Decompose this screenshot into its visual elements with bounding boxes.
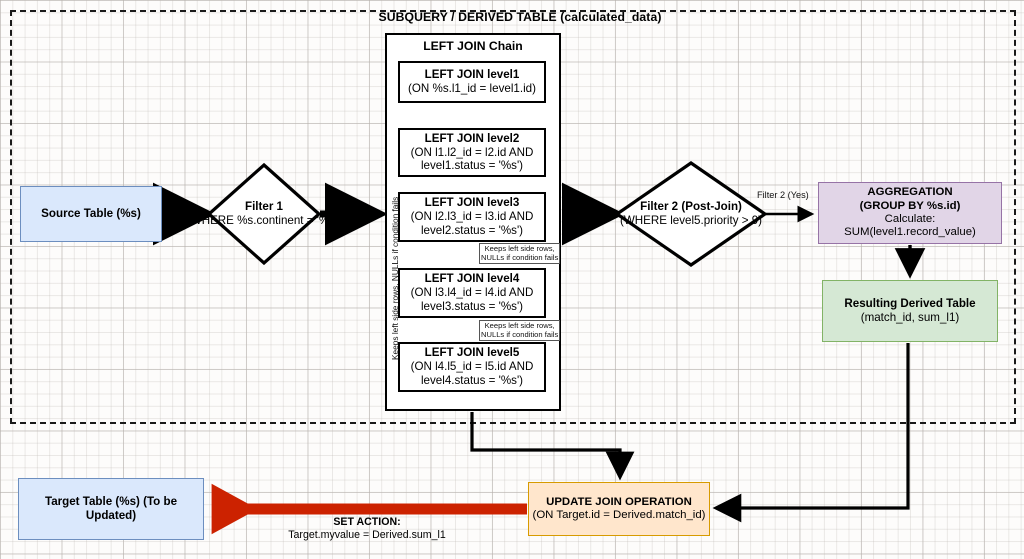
aggregation-line2: (GROUP BY %s.id) xyxy=(859,199,961,212)
subquery-region-title: SUBQUERY / DERIVED TABLE (calculated_dat… xyxy=(378,10,662,24)
derived-table-detail: (match_id, sum_l1) xyxy=(860,311,960,324)
set-action-detail: Target.myvalue = Derived.sum_l1 xyxy=(288,529,446,542)
node-filter2[interactable]: Filter 2 (Post-Join) (WHERE level5.prior… xyxy=(614,160,768,268)
node-left-join-level1[interactable]: LEFT JOIN level1 (ON %s.l1_id = level1.i… xyxy=(398,61,546,103)
edge-note-join3-join4: Keeps left side rows, NULLs if condition… xyxy=(479,243,561,264)
derived-table-title: Resulting Derived Table xyxy=(844,297,976,311)
left-join-level5-title: LEFT JOIN level5 xyxy=(424,346,520,360)
filter1-detail: (WHERE %s.continent = '%s') xyxy=(186,214,342,227)
target-table-label: Target Table (%s) (To be Updated) xyxy=(44,495,178,522)
set-action-label: SET ACTION: Target.myvalue = Derived.sum… xyxy=(210,516,524,542)
node-left-join-level5[interactable]: LEFT JOIN level5 (ON l4.l5_id = l5.id AN… xyxy=(398,342,546,392)
left-join-level4-detail1: (ON l3.l4_id = l4.id AND xyxy=(410,286,534,300)
node-source-table[interactable]: Source Table (%s) xyxy=(20,186,162,242)
left-join-level5-detail2: level4.status = '%s') xyxy=(420,373,524,387)
filter1-text: Filter 1 (WHERE %s.continent = '%s') xyxy=(187,162,341,266)
edge-note-join4-join5-line2: NULLs if condition fails xyxy=(481,330,559,340)
node-left-join-level3[interactable]: LEFT JOIN level3 (ON l2.l3_id = l3.id AN… xyxy=(398,192,546,242)
edge-note-join4-join5: Keeps left side rows, NULLs if condition… xyxy=(479,320,561,341)
source-table-label: Source Table (%s) xyxy=(41,207,141,221)
edge-note-join4-join5-line1: Keeps left side rows, xyxy=(484,321,555,330)
left-join-level3-detail1: (ON l2.l3_id = l3.id AND xyxy=(410,210,534,224)
update-join-title: UPDATE JOIN OPERATION xyxy=(546,495,692,508)
left-join-level2-title: LEFT JOIN level2 xyxy=(424,131,520,145)
edge-label-filter2-yes: Filter 2 (Yes) xyxy=(757,190,809,200)
left-join-level1-detail1: (ON %s.l1_id = level1.id) xyxy=(408,82,536,95)
filter2-detail: (WHERE level5.priority > 9) xyxy=(619,214,763,227)
node-resulting-derived-table[interactable]: Resulting Derived Table (match_id, sum_l… xyxy=(822,280,998,342)
node-target-table[interactable]: Target Table (%s) (To be Updated) xyxy=(18,478,204,540)
aggregation-line3: Calculate: SUM(level1.record_value) xyxy=(844,213,976,239)
left-join-level4-detail2: level3.status = '%s') xyxy=(420,299,524,313)
left-join-chain-title: LEFT JOIN Chain xyxy=(423,39,523,53)
left-join-level3-title: LEFT JOIN level3 xyxy=(424,196,520,210)
filter2-title: Filter 2 (Post-Join) xyxy=(640,200,742,214)
node-filter1[interactable]: Filter 1 (WHERE %s.continent = '%s') xyxy=(187,162,341,266)
update-join-detail: (ON Target.id = Derived.match_id) xyxy=(532,509,706,521)
left-join-level4-title: LEFT JOIN level4 xyxy=(424,272,520,286)
node-update-join-operation[interactable]: UPDATE JOIN OPERATION (ON Target.id = De… xyxy=(528,482,710,536)
left-join-level2-detail1: (ON l1.l2_id = l2.id AND xyxy=(410,145,534,159)
aggregation-line1: AGGREGATION xyxy=(867,186,953,199)
left-join-level1-title: LEFT JOIN level1 xyxy=(424,68,520,82)
left-join-level5-detail1: (ON l4.l5_id = l5.id AND xyxy=(410,360,534,374)
left-join-level2-detail2: level1.status = '%s') xyxy=(420,159,524,173)
filter1-diamond-shape xyxy=(206,162,322,266)
node-left-join-level4[interactable]: LEFT JOIN level4 (ON l3.l4_id = l4.id AN… xyxy=(398,268,546,318)
left-join-level3-detail2: level2.status = '%s') xyxy=(420,223,524,237)
node-aggregation[interactable]: AGGREGATION (GROUP BY %s.id) Calculate: … xyxy=(818,182,1002,244)
filter1-title: Filter 1 xyxy=(244,200,283,214)
filter2-text: Filter 2 (Post-Join) (WHERE level5.prior… xyxy=(614,160,768,268)
edge-note-join3-join4-line1: Keeps left side rows, xyxy=(484,244,555,253)
filter2-diamond-shape xyxy=(614,161,768,267)
set-action-title: SET ACTION: xyxy=(333,516,401,528)
edge-note-join3-join4-line2: NULLs if condition fails xyxy=(481,253,559,263)
node-left-join-level2[interactable]: LEFT JOIN level2 (ON l1.l2_id = l2.id AN… xyxy=(398,128,546,177)
